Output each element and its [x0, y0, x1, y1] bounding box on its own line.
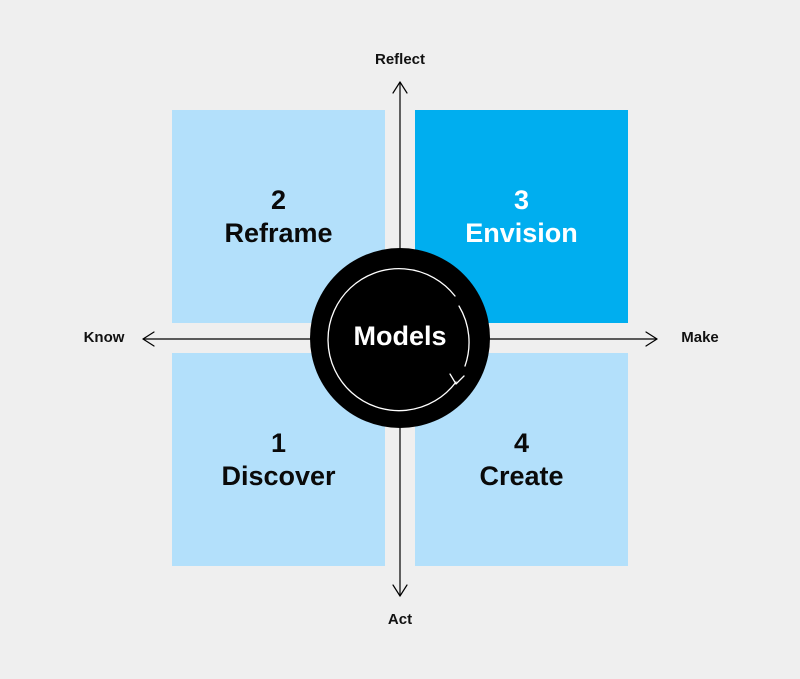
arrow-down-icon: [392, 584, 408, 597]
arrow-right-icon: [645, 331, 658, 347]
quadrant-title: Create: [479, 460, 564, 491]
center-hub: [310, 248, 490, 428]
arrow-up-icon: [392, 81, 408, 94]
quadrant-number: 1: [270, 427, 287, 458]
center-label: Models: [353, 321, 447, 351]
axis-label-right: Make: [681, 329, 719, 346]
axis-label-bottom: Act: [387, 611, 413, 628]
quadrant-number: 2: [270, 184, 287, 215]
quadrant-title: Envision: [465, 217, 578, 248]
quadrant-number: 3: [513, 184, 530, 215]
quadrant-title: Reframe: [224, 217, 333, 248]
arrow-left-icon: [142, 331, 155, 347]
quadrant-number: 4: [513, 427, 530, 458]
quadrant-reframe: 2 Reframe: [172, 110, 385, 323]
quadrant-title: Discover: [221, 460, 336, 491]
axis-label-left: Know: [83, 329, 125, 346]
axis-label-top: Reflect: [374, 51, 426, 68]
